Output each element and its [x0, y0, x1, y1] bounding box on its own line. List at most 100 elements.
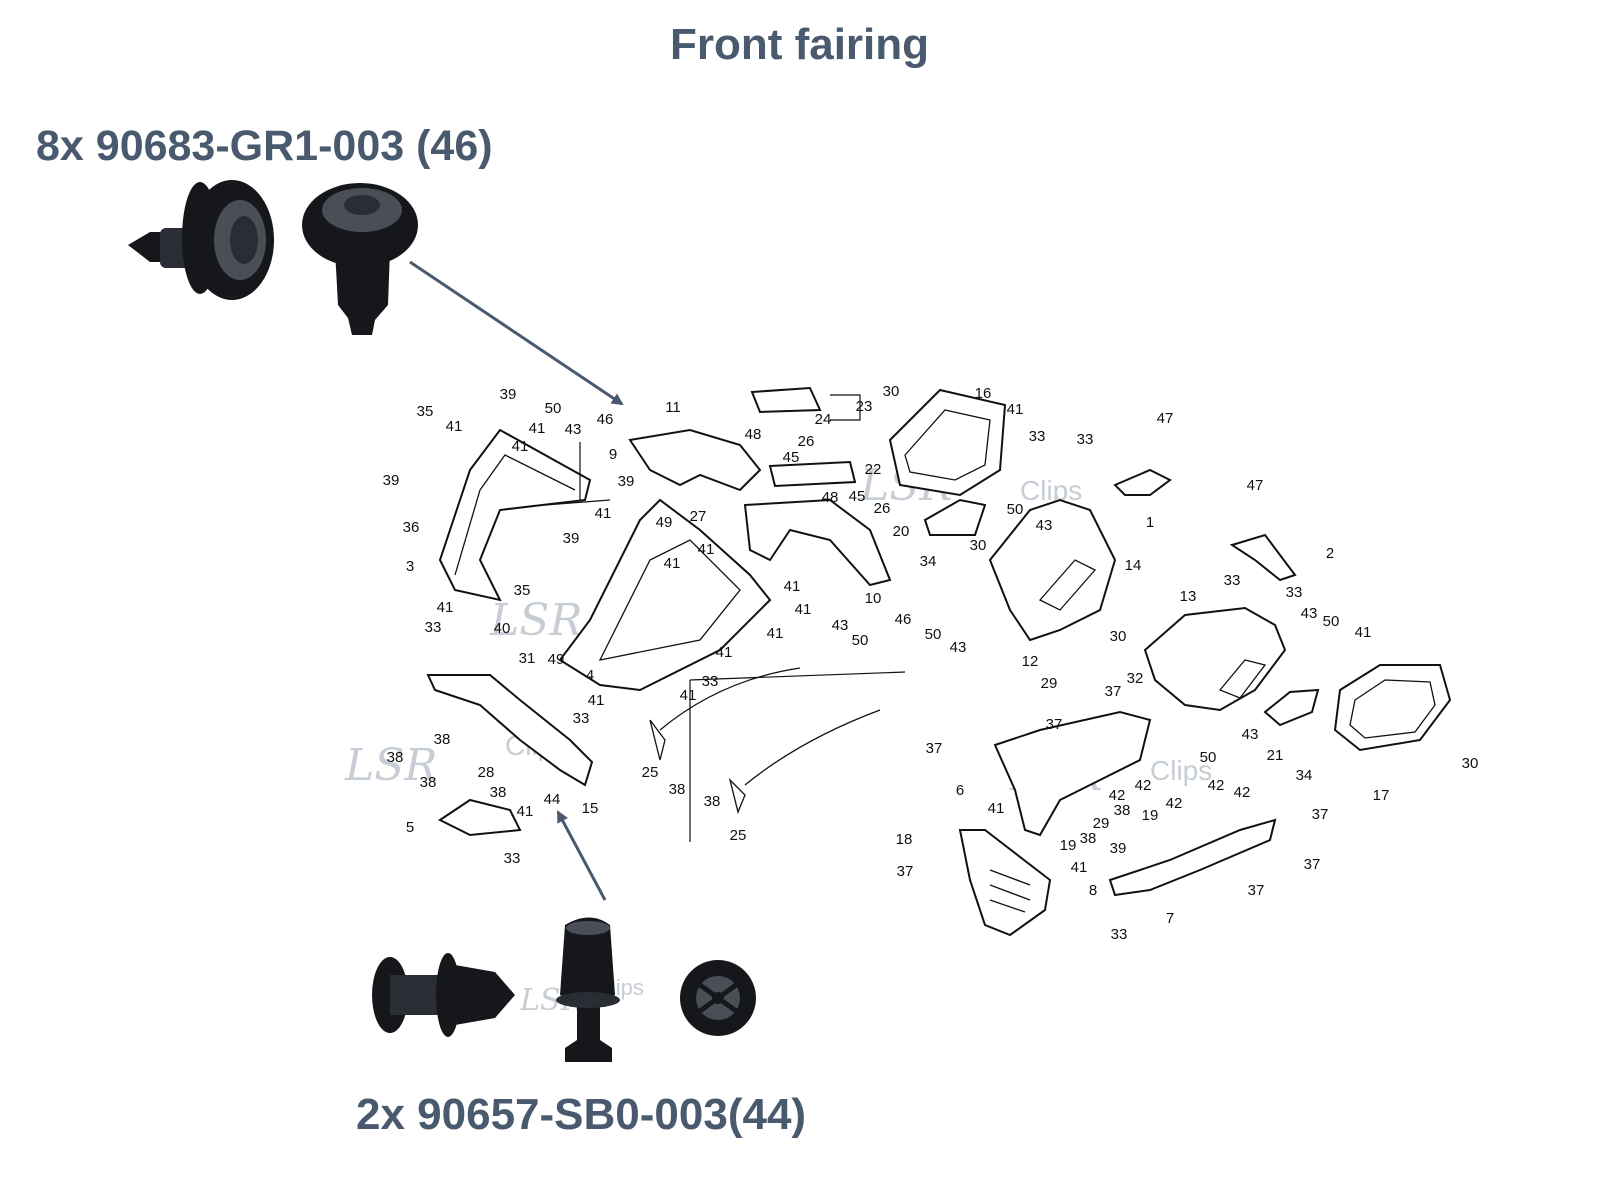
callout-37: 37	[897, 863, 914, 880]
callout-33: 33	[1286, 584, 1303, 601]
callout-50: 50	[1007, 501, 1024, 518]
callout-43: 43	[1036, 517, 1053, 534]
callout-9: 9	[609, 446, 617, 463]
callout-33: 33	[1077, 431, 1094, 448]
callout-17: 17	[1373, 787, 1390, 804]
callout-39: 39	[618, 473, 635, 490]
callout-38: 38	[669, 781, 686, 798]
callout-39: 39	[563, 530, 580, 547]
callout-42: 42	[1234, 784, 1251, 801]
callout-41: 41	[698, 541, 715, 558]
callout-41: 41	[680, 687, 697, 704]
top-clip-arrow	[409, 260, 624, 406]
callout-41: 41	[1007, 401, 1024, 418]
callout-46: 46	[597, 411, 614, 428]
callout-38: 38	[387, 749, 404, 766]
callout-26: 26	[798, 433, 815, 450]
callout-50: 50	[1200, 749, 1217, 766]
callout-32: 32	[1127, 670, 1144, 687]
svg-text:LSR: LSR	[344, 740, 438, 791]
callout-41: 41	[784, 578, 801, 595]
callout-47: 47	[1247, 477, 1264, 494]
callout-43: 43	[950, 639, 967, 656]
callout-49: 49	[656, 514, 673, 531]
callout-41: 41	[1071, 859, 1088, 876]
callout-41: 41	[767, 625, 784, 642]
callout-46: 46	[895, 611, 912, 628]
callout-42: 42	[1166, 795, 1183, 812]
callout-29: 29	[1041, 675, 1058, 692]
callout-39: 39	[1110, 840, 1127, 857]
callout-48: 48	[745, 426, 762, 443]
callout-41: 41	[512, 438, 529, 455]
callout-44: 44	[544, 791, 561, 808]
callout-41: 41	[437, 599, 454, 616]
callout-6: 6	[956, 782, 964, 799]
callout-39: 39	[500, 386, 517, 403]
callout-23: 23	[856, 398, 873, 415]
callout-25: 25	[642, 764, 659, 781]
callout-41: 41	[1355, 624, 1372, 641]
callout-30: 30	[1462, 755, 1479, 772]
callout-10: 10	[865, 590, 882, 607]
bottom-clip-arrow	[556, 810, 607, 901]
callout-14: 14	[1125, 557, 1142, 574]
callout-37: 37	[1248, 882, 1265, 899]
callout-7: 7	[1166, 910, 1174, 927]
callout-43: 43	[832, 617, 849, 634]
snap-clip-icon	[556, 917, 620, 1062]
callout-37: 37	[1312, 806, 1329, 823]
callout-31: 31	[519, 650, 536, 667]
callout-19: 19	[1060, 837, 1077, 854]
svg-text:Clips: Clips	[1020, 475, 1082, 506]
callout-33: 33	[702, 673, 719, 690]
callout-22: 22	[865, 461, 882, 478]
callout-30: 30	[883, 383, 900, 400]
callout-27: 27	[690, 508, 707, 525]
callout-33: 33	[1029, 428, 1046, 445]
callout-50: 50	[1323, 613, 1340, 630]
callout-13: 13	[1180, 588, 1197, 605]
callout-41: 41	[595, 505, 612, 522]
callout-38: 38	[704, 793, 721, 810]
callout-37: 37	[1046, 716, 1063, 733]
callout-38: 38	[1114, 802, 1131, 819]
callout-48: 48	[822, 489, 839, 506]
callout-37: 37	[1304, 856, 1321, 873]
callout-33: 33	[425, 619, 442, 636]
callout-5: 5	[406, 819, 414, 836]
callout-38: 38	[434, 731, 451, 748]
callout-50: 50	[852, 632, 869, 649]
callout-28: 28	[478, 764, 495, 781]
push-rivet-clip-icon	[128, 180, 274, 300]
page-title: Front fairing	[669, 20, 930, 69]
callout-21: 21	[1267, 747, 1284, 764]
callout-33: 33	[1224, 572, 1241, 589]
callout-42: 42	[1135, 777, 1152, 794]
callout-2: 2	[1326, 545, 1334, 562]
callout-47: 47	[1157, 410, 1174, 427]
callout-41: 41	[795, 601, 812, 618]
callout-12: 12	[1022, 653, 1039, 670]
callout-26: 26	[874, 500, 891, 517]
callout-33: 33	[1111, 926, 1128, 943]
svg-text:Clips: Clips	[1150, 755, 1212, 786]
callout-50: 50	[545, 400, 562, 417]
callout-30: 30	[970, 537, 987, 554]
callout-19: 19	[1142, 807, 1159, 824]
callout-38: 38	[490, 784, 507, 801]
callout-41: 41	[664, 555, 681, 572]
callout-43: 43	[1242, 726, 1259, 743]
callout-36: 36	[403, 519, 420, 536]
callout-25: 25	[730, 827, 747, 844]
callout-45: 45	[849, 488, 866, 505]
callout-37: 37	[926, 740, 943, 757]
callout-42: 42	[1109, 787, 1126, 804]
callout-29: 29	[1093, 815, 1110, 832]
callout-20: 20	[893, 523, 910, 540]
callout-30: 30	[1110, 628, 1127, 645]
top-clip-part-label: 8x 90683-GR1-003 (46)	[36, 122, 493, 170]
callout-34: 34	[920, 553, 937, 570]
fairing-parts	[426, 386, 1452, 937]
